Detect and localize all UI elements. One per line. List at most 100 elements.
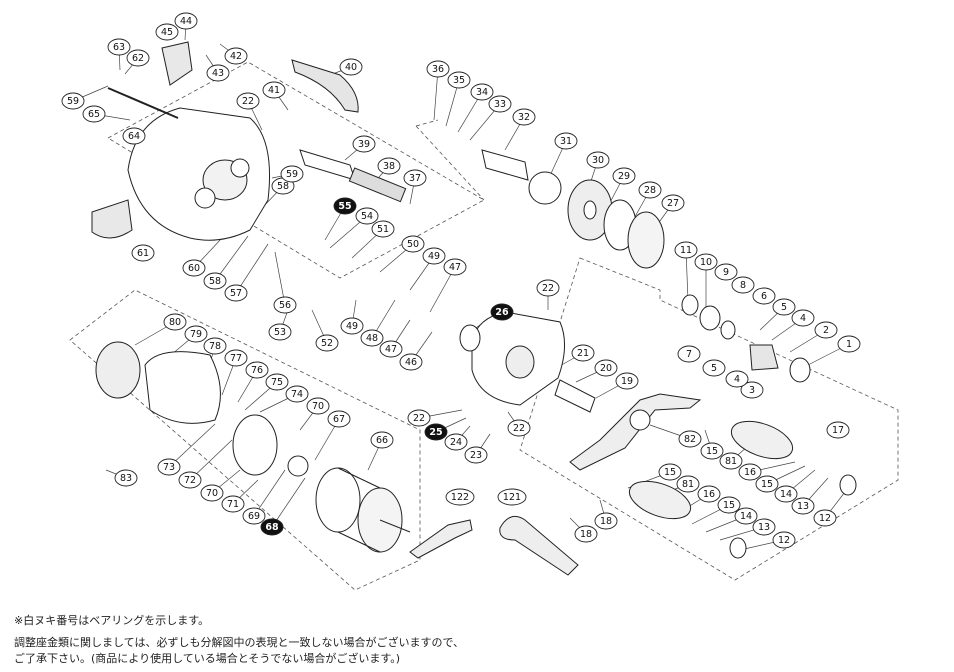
part-callout-bubble [178,471,202,489]
part-callout-bubble [221,495,245,513]
part-number-label: 66 [376,435,388,446]
part-callout-bubble [464,446,488,464]
part-callout: 16 [738,463,762,481]
part-number-label: 32 [518,112,530,123]
part-callout: 73 [157,458,181,476]
part-callout: 5 [702,359,726,377]
part-callout: 14 [734,507,758,525]
part-number-label: 43 [212,68,224,79]
part-callout: 23 [464,446,488,464]
part-callout-bubble [512,108,536,126]
part-number-label: 21 [577,348,589,359]
part-callout: 10 [694,253,718,271]
part-callout: 37 [403,169,427,187]
part-callout-bubble [236,92,260,110]
part-callout-bubble [131,244,155,262]
part-callout: 121 [497,488,527,506]
part-callout: 33 [488,95,512,113]
part-number-label: 65 [88,109,100,120]
part-number-label: 18 [600,516,612,527]
part-callout-bubble [814,321,838,339]
part-number-label: 38 [383,161,395,172]
part-number-label: 59 [67,96,79,107]
part-callout: 49 [340,317,364,335]
part-number-label: 72 [184,475,196,486]
part-number-label: 81 [725,456,737,467]
part-callout: 4 [725,370,749,388]
part-callout: 55 [333,197,357,215]
part-callout: 51 [371,220,395,238]
part-callout-bubble [612,167,636,185]
part-number-label: 53 [274,327,286,338]
part-callout-bubble [594,359,618,377]
part-number-label: 16 [744,467,756,478]
part-callout-bubble [837,335,861,353]
part-callout: 4 [791,309,815,327]
part-callout-bubble [273,296,297,314]
part-callout-bubble [155,23,179,41]
part-callout-bubble [224,284,248,302]
part-number-label: 83 [120,473,132,484]
part-callout-bubble [731,276,755,294]
part-callout-bubble [403,169,427,187]
part-callout: 56 [273,296,297,314]
part-callout: 52 [315,334,339,352]
part-number-label: 70 [206,488,218,499]
part-number-label: 24 [450,437,462,448]
part-callout-bubble [497,488,527,506]
part-callout: 58 [203,272,227,290]
part-callout: 60 [182,259,206,277]
part-callout: 68 [260,518,284,536]
part-number-label: 6 [761,291,767,302]
part-number-label: 29 [618,171,630,182]
part-number-label: 26 [495,307,509,318]
part-callout: 36 [426,60,450,78]
part-number-label: 35 [453,75,465,86]
part-number-label: 122 [451,492,469,503]
part-callout-bubble [813,509,837,527]
part-number-label: 14 [780,489,792,500]
part-number-label: 52 [321,338,333,349]
part-callout-bubble [61,92,85,110]
part-callout-bubble [536,279,560,297]
part-callout-bubble [772,531,796,549]
part-callout: 47 [443,258,467,276]
part-number-label: 25 [429,427,442,438]
part-number-label: 3 [749,385,755,396]
part-number-label: 13 [797,501,809,512]
part-number-label: 67 [333,414,345,425]
part-callout: 62 [126,49,150,67]
part-callout: 18 [574,525,598,543]
part-number-label: 19 [621,376,633,387]
part-number-label: 70 [312,401,324,412]
part-number-label: 76 [251,365,263,376]
part-callout-bubble [285,385,309,403]
part-number-label: 17 [832,425,844,436]
part-callout-bubble [157,458,181,476]
part-number-label: 56 [279,300,291,311]
part-callout: 74 [285,385,309,403]
part-callout-bubble [206,64,230,82]
part-callout-bubble [447,71,471,89]
part-callout-bubble [126,49,150,67]
part-callout: 72 [178,471,202,489]
part-callout-bubble [554,132,578,150]
part-callout-bubble [163,313,187,331]
part-number-label: 54 [361,211,373,222]
part-callout-bubble [203,272,227,290]
part-callout-bubble [697,485,721,503]
part-number-label: 5 [711,363,717,374]
part-number-label: 77 [230,353,242,364]
part-callout: 19 [615,372,639,390]
part-callout-bubble [674,241,698,259]
part-callout: 44 [174,12,198,30]
part-callout: 35 [447,71,471,89]
part-callout-bubble [182,259,206,277]
part-number-label: 4 [800,313,806,324]
part-callout: 24 [444,433,468,451]
part-callout-bubble [717,496,741,514]
part-callout: 12 [813,509,837,527]
part-number-label: 30 [592,155,604,166]
part-number-label: 13 [758,522,770,533]
part-callout-bubble [114,469,138,487]
